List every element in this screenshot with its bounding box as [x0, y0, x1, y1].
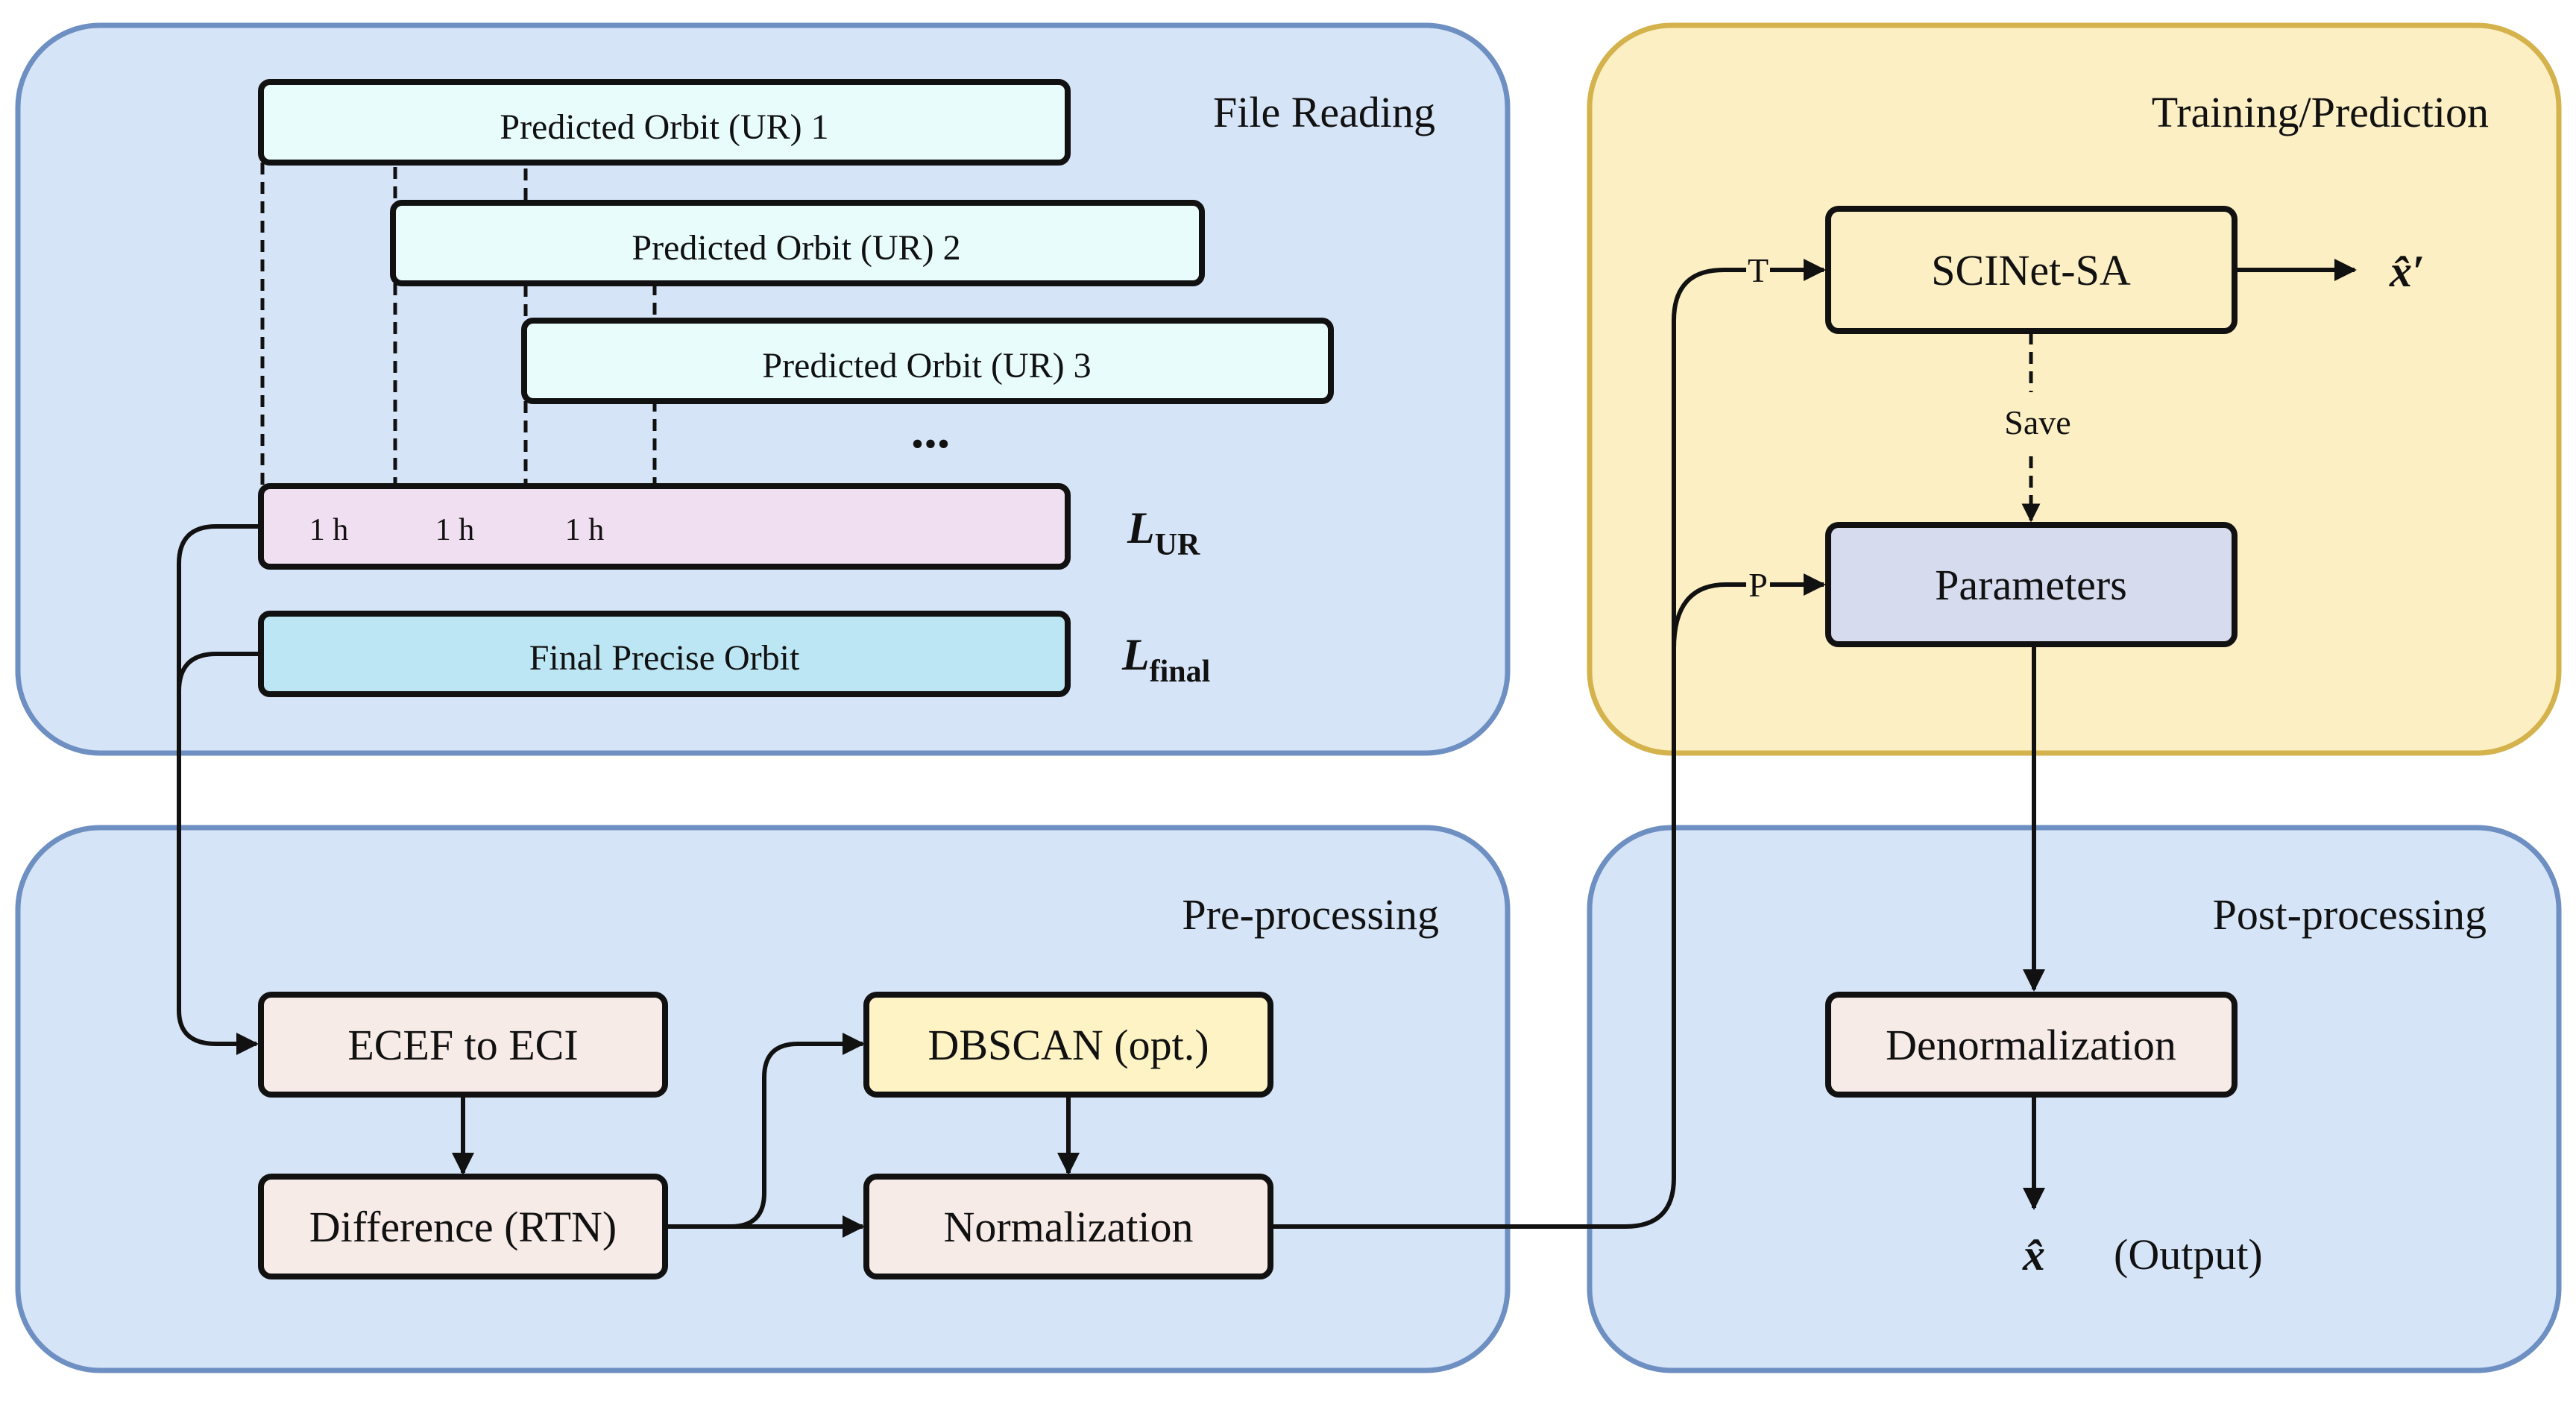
- l-ur-box: [258, 483, 1071, 570]
- predicted-orbit-1-box: [258, 79, 1071, 166]
- predicted-orbit-3-box: [521, 318, 1334, 404]
- x-hat-prime-label: x̂′: [2389, 247, 2425, 296]
- normalization-to-parameters-branch: [1672, 582, 1746, 649]
- l-ur-subscript: UR: [1155, 528, 1200, 562]
- l-final-symbol: Lfinal: [1121, 630, 1210, 689]
- l-ur-symbol: LUR: [1127, 503, 1200, 562]
- l-final-main: L: [1121, 630, 1150, 679]
- post-processing-panel: [1587, 825, 2562, 1373]
- normalization-to-training-connector: [1272, 268, 1746, 1229]
- training-mode-label: T: [1748, 251, 1769, 289]
- pre-processing-title: Pre-processing: [1182, 890, 1439, 939]
- scinet-sa-box: [1825, 206, 2238, 334]
- hour-label-1: 1 h: [309, 513, 349, 547]
- output-label: (Output): [2114, 1230, 2263, 1279]
- file-reading-title: File Reading: [1213, 88, 1435, 136]
- parameters-box: [1825, 522, 2238, 647]
- hour-label-3: 1 h: [565, 513, 605, 547]
- predicted-orbit-1-label: Predicted Orbit (UR) 1: [500, 107, 828, 147]
- difference-rtn-label: Difference (RTN): [309, 1203, 617, 1251]
- predicted-orbit-3-label: Predicted Orbit (UR) 3: [762, 346, 1091, 385]
- parameters-label: Parameters: [1935, 561, 2127, 609]
- difference-rtn-box: [258, 1174, 668, 1279]
- l-ur-to-ecef-connector: [177, 524, 261, 1055]
- denormalization-label: Denormalization: [1886, 1021, 2176, 1069]
- l-final-to-ecef-connector: [177, 652, 261, 692]
- final-precise-orbit-label: Final Precise Orbit: [529, 638, 800, 678]
- x-hat-label: x̂: [2022, 1230, 2045, 1279]
- l-final-subscript: final: [1150, 655, 1211, 689]
- scinet-sa-label: SCINet-SA: [1931, 246, 2131, 295]
- ecef-to-eci-label: ECEF to ECI: [347, 1021, 578, 1069]
- more-orbits-ellipsis: ...: [911, 402, 951, 459]
- denormalization-box: [1825, 992, 2238, 1098]
- save-label: Save: [2004, 403, 2070, 441]
- difference-to-dbscan-arrow: [667, 1033, 865, 1229]
- training-title: Training/Prediction: [2152, 88, 2489, 136]
- normalization-box: [863, 1174, 1273, 1279]
- normalization-label: Normalization: [943, 1203, 1193, 1251]
- ecef-to-eci-box: [258, 992, 668, 1098]
- post-processing-title: Post-processing: [2213, 890, 2487, 939]
- predicted-orbit-2-label: Predicted Orbit (UR) 2: [632, 228, 960, 268]
- hour-label-2: 1 h: [435, 513, 475, 547]
- prediction-mode-label: P: [1748, 566, 1768, 604]
- dbscan-box: [863, 992, 1273, 1098]
- l-ur-main: L: [1127, 503, 1155, 553]
- dbscan-label: DBSCAN (opt.): [928, 1021, 1209, 1069]
- predicted-orbit-2-box: [390, 200, 1205, 286]
